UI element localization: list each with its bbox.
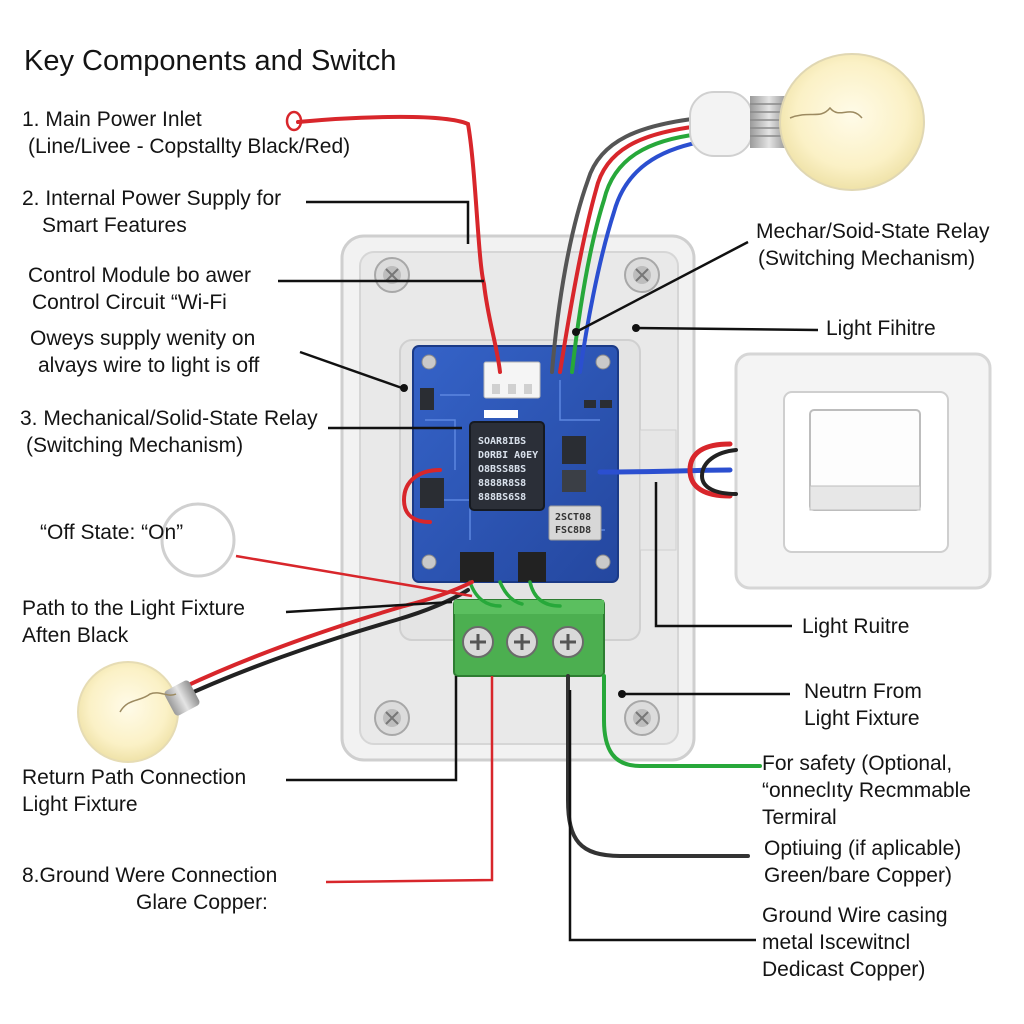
label-line: Termiral — [762, 806, 837, 829]
label-relay-left: 3. Mechanical/Solid-State Relay (Switchi… — [20, 405, 318, 459]
label-path-to-light: Path to the Light Fixture Aften Black — [22, 595, 245, 649]
label-line: (Line/Livee - Copstallty Black/Red) — [28, 135, 351, 158]
label-line: Mechar/Soid-State Relay — [756, 220, 990, 243]
leader-lines — [235, 200, 819, 942]
label-internal-power-supply: 2. Internal Power Supply for Smart Featu… — [22, 185, 281, 239]
label-light-fihitre: Light Fihitre — [826, 317, 936, 340]
label-line: 1. Main Power Inlet — [22, 108, 202, 131]
label-line: 2. Internal Power Supply for — [22, 187, 282, 210]
label-line: Light Fixture — [804, 707, 920, 730]
label-ground-left: 8.Ground Were Connection Glare Copper: — [22, 862, 277, 916]
label-main-power-inlet: 1. Main Power Inlet (Line/Livee - Copsta… — [22, 106, 350, 160]
screw-icon — [624, 257, 660, 293]
light-bulb-icon — [77, 661, 200, 763]
chip-marking: SOAR8IBS — [478, 436, 526, 447]
label-line: 8.Ground Were Connection — [22, 864, 278, 887]
label-off-state: “Off State: “On” — [40, 521, 184, 544]
label-optional-ground: Optiuing (if aplicable) Green/bare Coppe… — [764, 835, 961, 889]
label-line: Optiuing (if aplicable) — [764, 837, 962, 860]
label-safety: For safety (Optional, “onneclıty Recmmab… — [762, 750, 971, 831]
rocker-switch-icon — [734, 352, 992, 590]
screw-icon — [624, 700, 660, 736]
label-line: “onneclıty Recmmable — [762, 779, 971, 802]
screw-icon — [374, 700, 410, 736]
terminal-block — [453, 599, 605, 677]
label-line: Path to the Light Fixture — [22, 597, 245, 620]
chip-marking: FSC8D8 — [555, 525, 591, 536]
label-line: Glare Copper: — [136, 891, 268, 914]
label-relay-right: Mechar/Soid-State Relay (Switching Mecha… — [756, 218, 989, 272]
label-line: metal Iscewitncl — [762, 931, 911, 954]
label-line: Smart Features — [42, 214, 187, 237]
label-line: Green/bare Copper) — [764, 864, 952, 887]
chip-marking: 8888R8S8 — [478, 478, 526, 489]
label-line: Control Module bo awer — [28, 264, 251, 287]
label-always-supply: Oweys supply wenity on alvays wire to li… — [30, 325, 259, 379]
label-line: Ground Wire casing — [762, 904, 948, 927]
label-line: alvays wire to light is off — [38, 354, 260, 377]
label-light-ruitre: Light Ruitre — [802, 615, 910, 638]
label-line: Control Circuit “Wi-Fi — [32, 291, 227, 314]
label-line: Aften Black — [22, 624, 129, 647]
screw-icon — [374, 257, 410, 293]
chip-marking: 2SCT08 — [555, 512, 591, 523]
label-neutral: Neutrn From Light Fixture — [804, 678, 922, 732]
page-title: Key Components and Switch — [24, 45, 397, 77]
state-indicator-circle — [160, 502, 236, 578]
label-return-path: Return Path Connection Light Fixture — [22, 764, 246, 818]
chip-marking: 888BS6S8 — [478, 492, 526, 503]
chip-marking: O8BSS8BS — [478, 464, 526, 475]
label-ground-right: Ground Wire casing metal Iscewitncl Dedi… — [762, 902, 948, 983]
label-line: Dedicast Copper) — [762, 958, 926, 981]
label-line: For safety (Optional, — [762, 752, 953, 775]
label-line: (Switching Mechanism) — [758, 247, 976, 270]
label-control-module: Control Module bo awer Control Circuit “… — [28, 262, 251, 316]
label-line: Return Path Connection — [22, 766, 247, 789]
label-line: (Switching Mechanism) — [26, 434, 244, 457]
chip-marking: D0RBI A0EY — [478, 450, 538, 461]
label-line: Neutrn From — [804, 680, 922, 703]
label-line: Light Fixture — [22, 793, 138, 816]
light-bulb-icon — [689, 53, 925, 191]
label-line: 3. Mechanical/Solid-State Relay — [20, 407, 318, 430]
circuit-board: SOAR8IBS D0RBI A0EY O8BSS8BS 8888R8S8 88… — [412, 345, 619, 583]
label-line: Oweys supply wenity on — [30, 327, 256, 350]
